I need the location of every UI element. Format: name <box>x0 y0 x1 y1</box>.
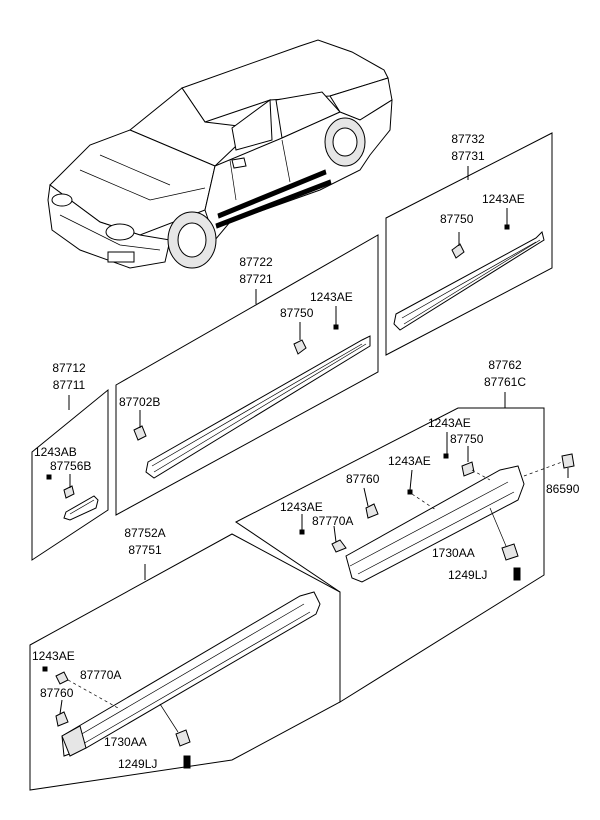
fender-code-2: 87711 <box>53 378 86 392</box>
sill-r-screw-a-label: 1243AE <box>428 416 471 430</box>
sill-r-bracket-1730aa <box>501 543 519 561</box>
front-door-tape-label: 87702B <box>119 395 160 409</box>
rear-clip-87750 <box>451 243 465 259</box>
group-leaders <box>68 166 506 580</box>
fender-panel-frame <box>31 388 109 561</box>
sill-r-retainer-label: 86590 <box>546 482 580 496</box>
sill-r-code-2: 87761C <box>484 375 526 389</box>
sill-r-clip-b-label: 87760 <box>346 472 380 486</box>
sill-l-clip-b-label: 87760 <box>40 686 74 700</box>
front-door-screw-label: 1243AE <box>310 290 353 304</box>
front-screw-1243ae <box>333 324 339 330</box>
sill-r-clip-a-label: 87750 <box>450 432 484 446</box>
sill-l-clip-87760 <box>55 711 69 727</box>
fender-screw-label: 1243AB <box>34 445 77 459</box>
fender-screw-1243ab <box>46 474 52 480</box>
fender-moulding <box>46 474 99 521</box>
front-tape-87702b <box>133 425 147 441</box>
sill-r-clip-87760 <box>365 503 379 519</box>
rear-door-code-2: 87731 <box>451 149 485 163</box>
right-sill-moulding <box>299 432 575 583</box>
sill-r-retainer-86590 <box>561 453 575 469</box>
sill-r-code-1: 87762 <box>488 358 522 372</box>
panel-frames <box>29 132 553 791</box>
sill-r-bolt-1249lj <box>513 567 521 581</box>
sill-r-screw-c-label: 1243AE <box>280 500 323 514</box>
sill-r-screw-b-label: 1243AE <box>388 454 431 468</box>
sill-l-bolt-1249lj <box>183 755 191 769</box>
fender-code-1: 87712 <box>52 361 86 375</box>
fender-clip-87756b <box>63 485 75 499</box>
sill-l-screw-label: 1243AE <box>32 649 75 663</box>
sill-r-clip-87770a <box>331 539 347 553</box>
sill-l-bracket-1730aa <box>175 729 191 747</box>
left-sill-moulding <box>42 591 321 769</box>
rear-door-screw-label: 1243AE <box>482 192 525 206</box>
sill-l-bracket-label: 1730AA <box>104 735 147 749</box>
sill-l-code-2: 87751 <box>128 543 162 557</box>
front-door-clip-label: 87750 <box>280 306 314 320</box>
front-clip-87750 <box>293 339 307 355</box>
sill-l-clip-87770a <box>55 671 69 685</box>
rear-door-clip-label: 87750 <box>440 212 474 226</box>
sill-r-clip-c-label: 87770A <box>312 514 353 528</box>
front-door-panel-frame <box>115 234 379 516</box>
front-door-code-1: 87722 <box>239 255 273 269</box>
sill-r-bracket-label: 1730AA <box>432 546 475 560</box>
front-door-code-2: 87721 <box>239 272 273 286</box>
sill-l-bolt-label: 1249LJ <box>118 757 157 771</box>
sill-r-screw-c <box>299 529 305 535</box>
rear-door-code-1: 87732 <box>451 132 485 146</box>
labels: 87732 87731 87750 1243AE 87722 87721 877… <box>32 132 580 771</box>
sill-r-screw-a <box>443 453 449 459</box>
sill-l-screw-1243ae <box>42 666 48 672</box>
sill-r-screw-b <box>407 489 413 495</box>
car-illustration <box>47 39 393 269</box>
left-sill-panel-frame <box>29 533 341 791</box>
rear-screw-1243ae <box>504 224 510 230</box>
front-door-moulding <box>133 306 371 479</box>
sill-r-clip-87750 <box>461 461 475 477</box>
fender-clip-label: 87756B <box>50 459 91 473</box>
rear-door-moulding <box>393 208 545 331</box>
sill-r-bolt-label: 1249LJ <box>448 568 487 582</box>
sill-l-code-1: 87752A <box>124 526 165 540</box>
sill-l-clip-a-label: 87770A <box>80 668 121 682</box>
rear-door-panel-frame <box>385 132 553 356</box>
